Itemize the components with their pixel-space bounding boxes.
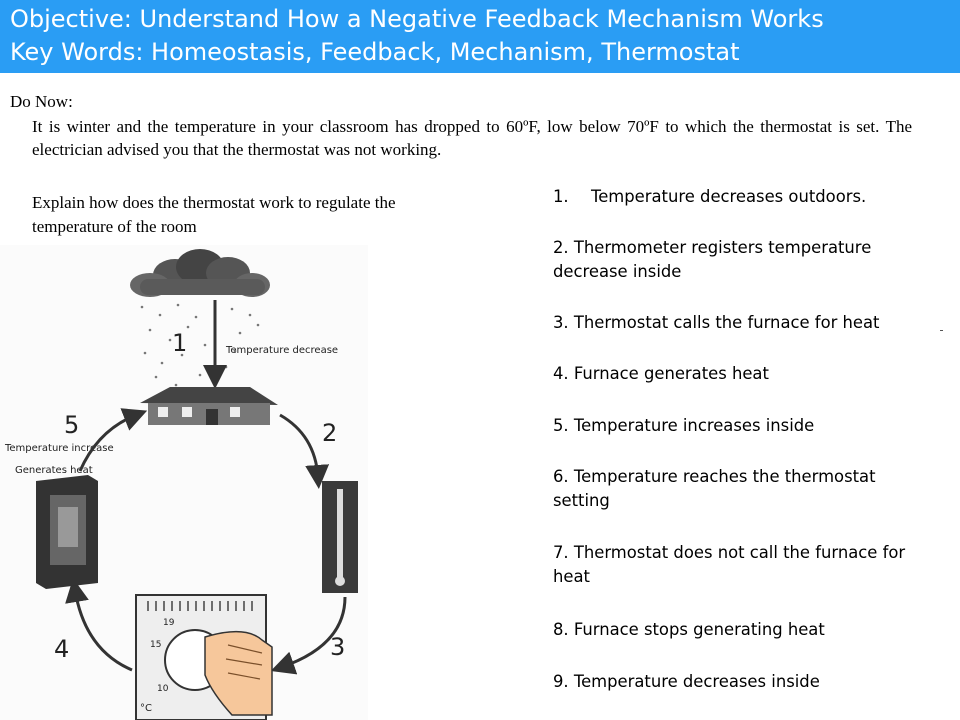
list-item: 9. Temperature decreases inside	[553, 672, 820, 691]
dial-15: 15	[150, 640, 161, 650]
label-generates-heat: Generates heat	[15, 465, 93, 476]
label-4: 4	[54, 635, 69, 663]
arrow-curve-icon	[65, 578, 133, 672]
do-now-text: It is winter and the temperature in your…	[32, 117, 912, 159]
label-2: 2	[322, 419, 337, 447]
label-1: 1	[172, 329, 187, 357]
keywords-title: Key Words: Homeostasis, Feedback, Mechan…	[10, 38, 740, 66]
thermostat-icon	[135, 594, 273, 720]
step-number: 1.	[553, 187, 569, 206]
label-temperature-decrease: Temperature decrease	[225, 345, 338, 356]
list-item: 1. Temperature decreases outdoors.	[553, 185, 933, 209]
do-now-question: Explain how does the thermostat work to …	[32, 193, 396, 236]
list-item: 2. Thermometer registers temperature dec…	[553, 238, 872, 281]
feedback-diagram-svg: 1 Temperature decrease 5 Temperature inc…	[0, 245, 368, 720]
title-banner: Objective: Understand How a Negative Fee…	[0, 0, 960, 73]
dial-10: 10	[157, 684, 169, 694]
dial-19: 19	[163, 618, 175, 628]
list-item: 8. Furnace stops generating heat	[553, 620, 825, 639]
list-item: 6. Temperature reaches the thermostat se…	[553, 467, 876, 510]
arrow-curve-icon	[78, 408, 148, 472]
arrow-curve-icon	[270, 596, 347, 675]
list-item: 5. Temperature increases inside	[553, 416, 815, 435]
arrow-curve-icon	[279, 413, 330, 489]
list-item: 4. Furnace generates heat	[553, 364, 769, 383]
label-3: 3	[330, 633, 345, 661]
list-item: 3. Thermostat calls the furnace for heat	[553, 313, 880, 332]
feedback-diagram: 1 Temperature decrease 5 Temperature inc…	[0, 245, 368, 720]
stray-mark	[940, 330, 943, 331]
furnace-icon	[36, 475, 98, 589]
label-5: 5	[64, 411, 79, 439]
unit-label: °C	[140, 703, 152, 714]
rain-cloud-icon	[130, 249, 270, 297]
step-text: Temperature decreases outdoors.	[591, 187, 867, 206]
objective-title: Objective: Understand How a Negative Fee…	[10, 5, 824, 33]
label-temperature-increase: Temperature increase	[4, 443, 114, 454]
do-now-label: Do Now:	[10, 92, 73, 111]
house-icon	[140, 387, 278, 425]
list-item: 7. Thermostat does not call the furnace …	[553, 543, 906, 586]
thermometer-icon	[322, 481, 358, 593]
